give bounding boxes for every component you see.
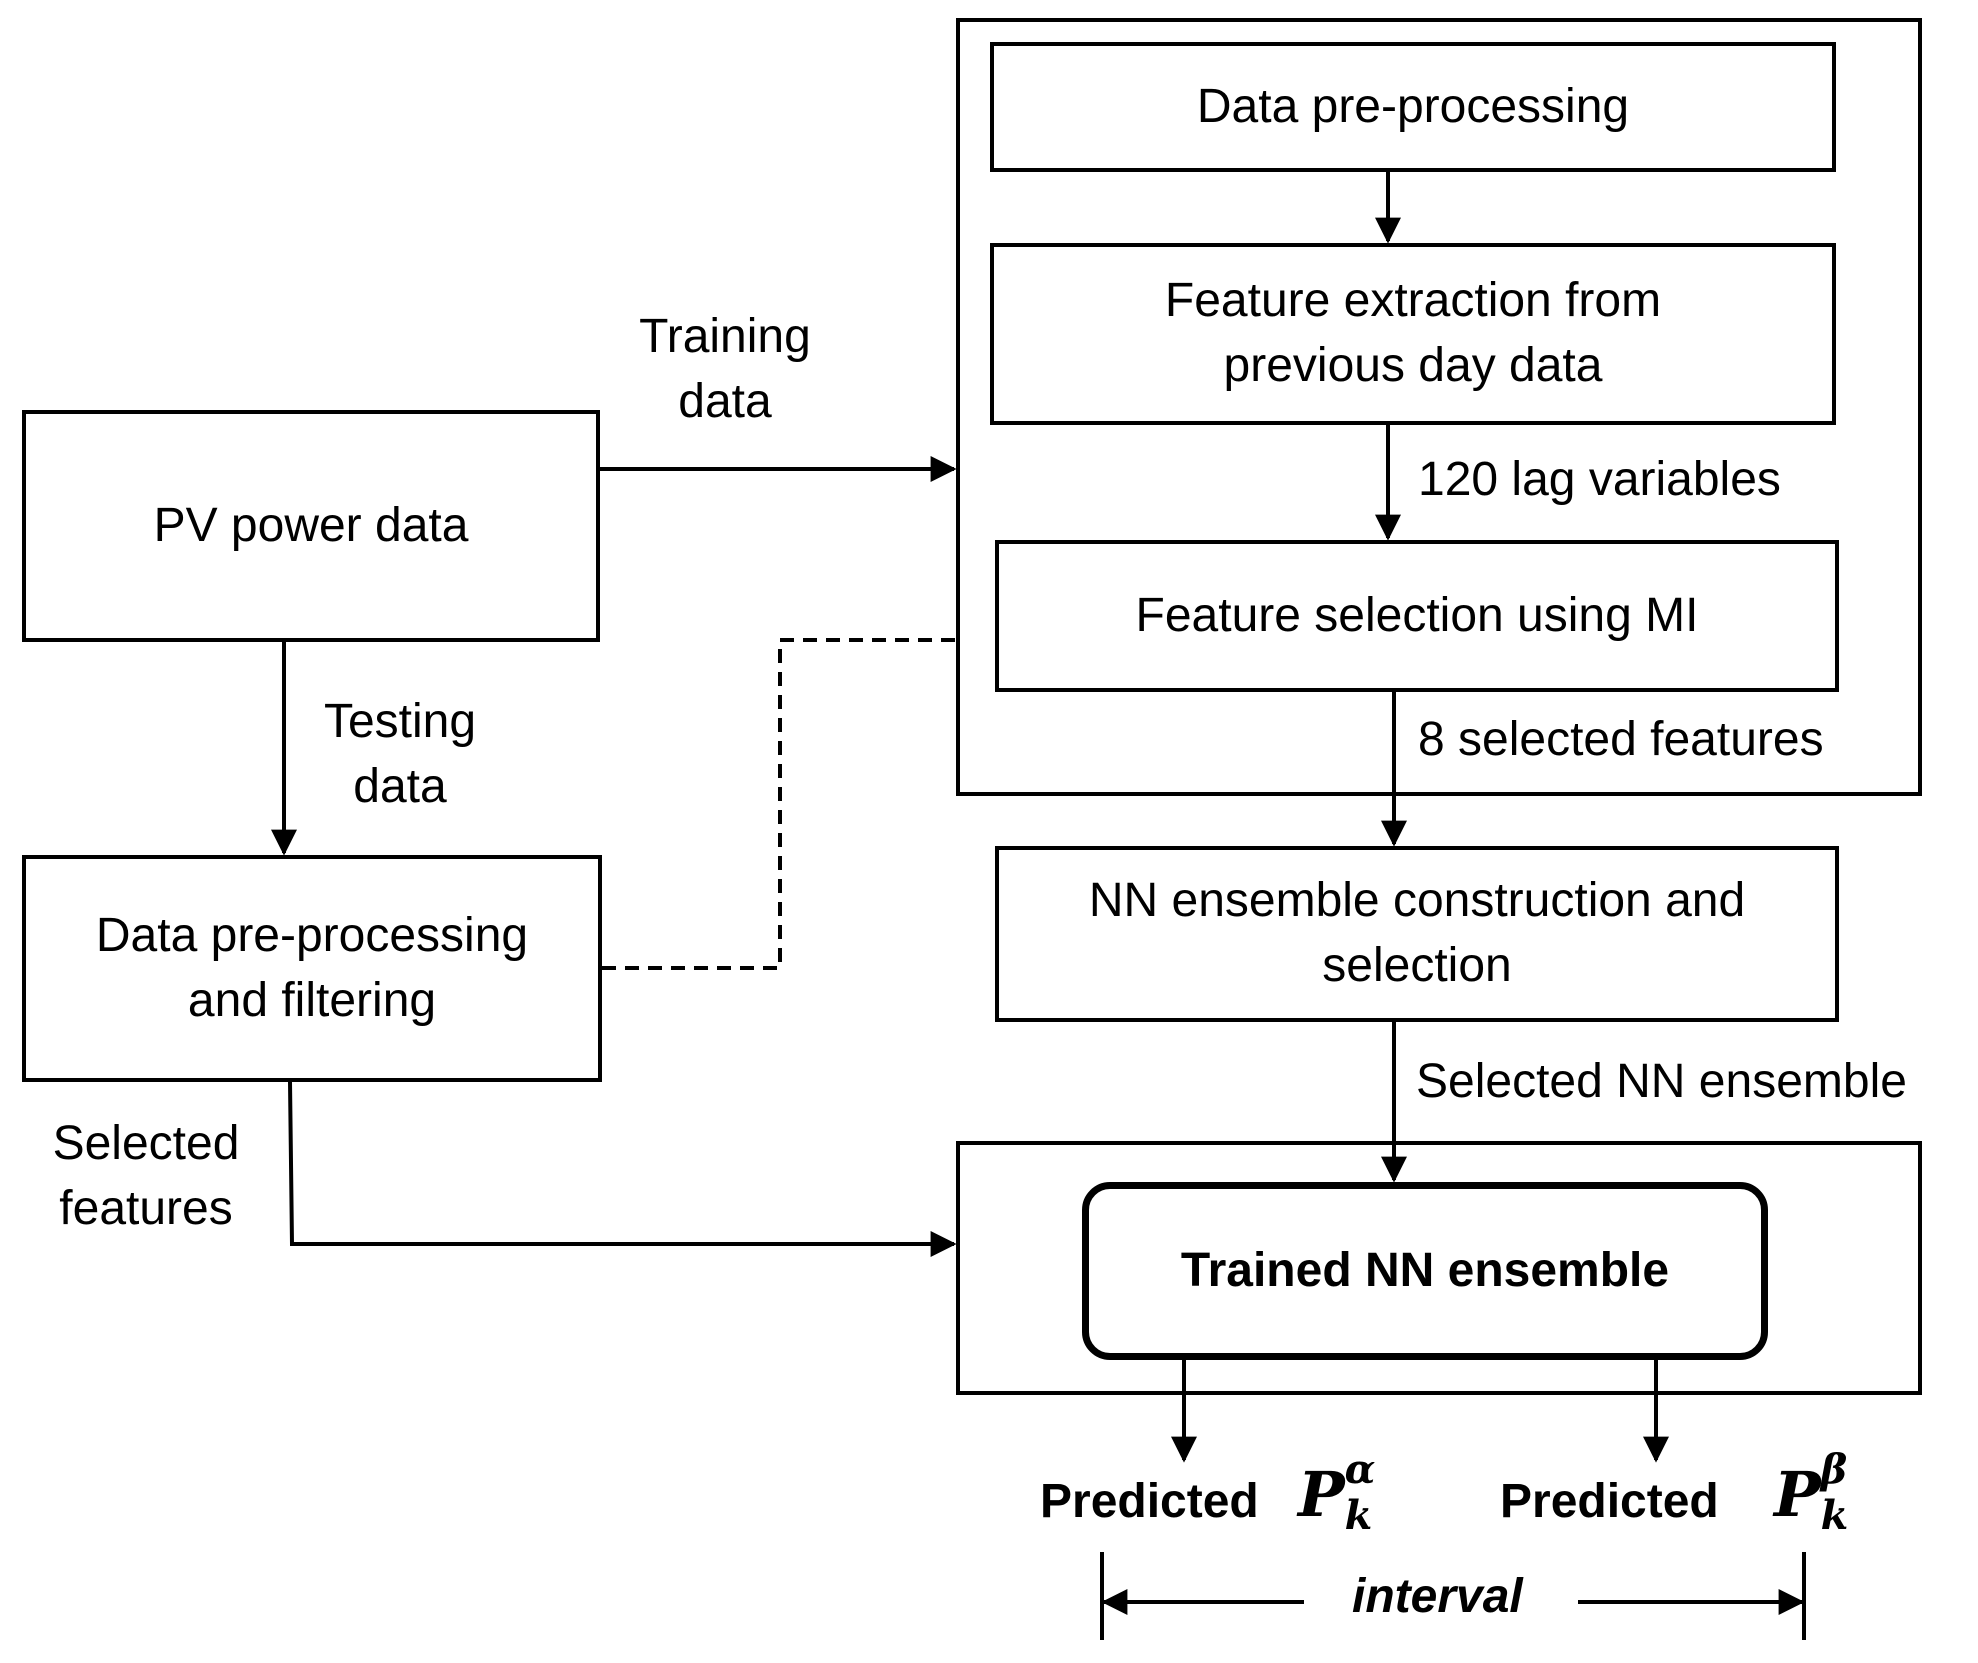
selected-features-arrow: [288, 1081, 957, 1257]
nn-ensemble-construction-box: NN ensemble construction and selection: [995, 846, 1839, 1022]
data-preprocessing-box: Data pre-processing: [990, 42, 1836, 172]
testing-process-container: [956, 1141, 1922, 1395]
feature-selection-label: Feature selection using MI: [1135, 588, 1699, 642]
selected-features-line-1: Selected: [52, 1117, 240, 1170]
feature-extraction-box: Feature extraction from previous day dat…: [990, 243, 1836, 425]
feature-selection-box: Feature selection using MI: [995, 540, 1839, 692]
lower-symbol-superscript: α: [1344, 1446, 1376, 1493]
upper-symbol-subscript: k: [1820, 1492, 1849, 1539]
selected-nn-ensemble-label: Selected NN ensemble: [1416, 1055, 1907, 1108]
nn-ensemble-construction-line-2: selection: [1322, 939, 1512, 992]
nn-ensemble-construction-line-1: NN ensemble construction and: [1088, 874, 1746, 928]
training-process-container: [956, 18, 1922, 796]
upper-symbol-base: P: [1774, 1458, 1821, 1531]
lower-symbol-base: P: [1298, 1458, 1345, 1531]
predicted-lower-label: Predicted: [1040, 1475, 1259, 1528]
selected-features-count-label: 8 selected features: [1418, 713, 1824, 766]
pv-power-data-label: PV power data: [153, 498, 469, 552]
feature-extraction-line-1: Feature extraction from: [1164, 274, 1662, 328]
interval-label: interval: [1352, 1570, 1523, 1623]
predicted-upper-label: Predicted: [1500, 1475, 1719, 1528]
feature-extraction-line-2: previous day data: [1223, 339, 1603, 392]
lower-symbol-subscript: k: [1344, 1492, 1373, 1539]
training-data-label: Training data: [620, 305, 830, 435]
selected-features-label: Selected features: [36, 1112, 256, 1242]
trained-nn-ensemble-box: Trained NN ensemble: [1082, 1182, 1768, 1360]
pv-power-data-box: PV power data: [22, 410, 600, 642]
selected-features-line-2: features: [59, 1181, 233, 1235]
upper-symbol-superscript: β: [1820, 1446, 1848, 1493]
testing-data-line-2: data: [353, 759, 447, 813]
data-preprocessing-filtering-line-1: Data pre-processing: [95, 908, 529, 962]
training-data-line-2: data: [678, 374, 772, 428]
data-preprocessing-label: Data pre-processing: [1196, 79, 1630, 133]
lag-variables-label: 120 lag variables: [1418, 453, 1781, 506]
data-preprocessing-filtering-line-2: and filtering: [187, 973, 437, 1027]
trained-nn-ensemble-label: Trained NN ensemble: [1180, 1243, 1670, 1297]
dashed-link: [602, 638, 956, 970]
testing-data-label: Testing data: [300, 690, 500, 820]
data-preprocessing-filtering-box: Data pre-processing and filtering: [22, 855, 602, 1082]
training-data-line-1: Training: [639, 310, 811, 363]
testing-data-line-1: Testing: [323, 695, 477, 748]
